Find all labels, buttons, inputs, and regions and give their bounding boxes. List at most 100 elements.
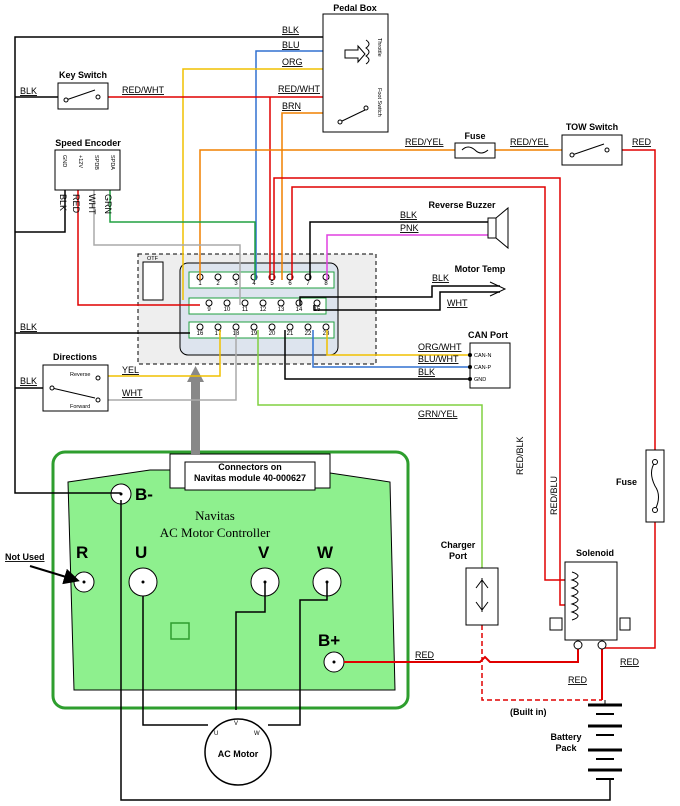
wire-label-red-blu: RED/BLU <box>549 476 559 515</box>
wire-label-red-blk: RED/BLK <box>515 436 525 475</box>
wire-label-blk-mid: BLK <box>20 322 37 332</box>
wire-label-red-wht-key: RED/WHT <box>122 85 164 95</box>
battery-line2: Pack <box>555 743 577 753</box>
can-port: CAN Port CAN-N CAN-P GND <box>468 330 511 389</box>
not-used-label: Not Used <box>5 552 45 562</box>
connector-pin-label-7: 7 <box>306 281 310 287</box>
wire-label-pnk: PNK <box>400 223 419 233</box>
connector-pin-label-1: 1 <box>198 281 202 287</box>
wire-label-red-fuse: RED <box>620 657 640 667</box>
encoder-pin-spdb: SPDB <box>93 155 99 170</box>
wire-label-red-tow: RED <box>632 137 652 147</box>
fuse-right: Fuse <box>616 449 665 523</box>
wire-label-org: ORG <box>282 57 303 67</box>
wire-label-red-yel-1: RED/YEL <box>405 137 444 147</box>
wire-label-blk-top: BLK <box>282 25 299 35</box>
terminal-bminus-label: B- <box>135 485 153 504</box>
wire-label-red-yel-2: RED/YEL <box>510 137 549 147</box>
connector-pin-12 <box>259 299 267 307</box>
wire-label-blu-wht: BLU/WHT <box>418 354 459 364</box>
wire-label-blk-can: BLK <box>418 367 435 377</box>
built-in-label: (Built in) <box>510 707 547 717</box>
wire-label-org-wht: ORG/WHT <box>418 342 462 352</box>
connector-pin-14 <box>295 299 303 307</box>
connector-pin-8 <box>322 273 330 281</box>
connector-pin-11 <box>241 299 249 307</box>
connector-pin-label-2: 2 <box>216 281 220 287</box>
ac-motor: AC Motor U V W <box>204 718 272 786</box>
motor-v: V <box>234 721 238 727</box>
pedal-box: Pedal Box Throttle Foot Switch <box>322 3 389 133</box>
wire-label-yel: YEL <box>122 365 139 375</box>
connector-pin-10 <box>223 299 231 307</box>
can-port-title: CAN Port <box>468 330 508 340</box>
foot-switch-label: Foot Switch <box>376 88 382 117</box>
terminal-u-label: U <box>135 543 147 562</box>
connector-pin-label-12: 12 <box>260 307 267 313</box>
connector-pin-label-5: 5 <box>270 281 274 287</box>
throttle-label: Throttle <box>376 38 382 57</box>
terminal-r-label: R <box>76 543 88 562</box>
ac-motor-controller: Connectors on Navitas module 40-000627 N… <box>51 450 410 710</box>
reverse-buzzer: Reverse Buzzer <box>428 200 509 250</box>
controller-name: Navitas <box>195 508 235 523</box>
terminal-w-label: W <box>317 543 334 562</box>
connector-pin-label-21: 21 <box>287 331 294 337</box>
connector-pin-label-11: 11 <box>242 307 249 313</box>
wire-label-blu: BLU <box>282 40 300 50</box>
speed-encoder-title: Speed Encoder <box>55 138 121 148</box>
controller-type: AC Motor Controller <box>160 525 271 540</box>
connector-pin-23 <box>322 323 330 331</box>
connector-pin-17 <box>214 323 222 331</box>
motor-temp: Motor Temp <box>455 264 507 297</box>
wire-label-red-sol: RED <box>568 675 588 685</box>
connectors-note-line1: Connectors on <box>218 462 282 472</box>
key-switch: Key Switch <box>57 70 109 110</box>
wire-label-blk-temp: BLK <box>432 273 449 283</box>
connector-pin-20 <box>268 323 276 331</box>
motor-w: W <box>254 731 260 737</box>
connector-pin-13 <box>277 299 285 307</box>
encoder-pin-12v: +12V <box>77 155 83 168</box>
connector-pin-label-8: 8 <box>324 281 328 287</box>
encoder-pin-spda: SPDA <box>109 155 115 170</box>
directions-reverse: Reverse <box>70 372 90 378</box>
solenoid: Solenoid <box>549 548 631 650</box>
wire-label-blk-buzz: BLK <box>400 210 417 220</box>
connector-pin-15 <box>313 299 321 307</box>
speed-encoder: Speed Encoder GND +12V SPDB SPDA <box>54 138 121 191</box>
wire-label-grn-yel: GRN/YEL <box>418 409 458 419</box>
ac-motor-title: AC Motor <box>218 749 259 759</box>
wire-label-red-enc: RED <box>71 194 81 214</box>
wire-label-wht-temp: WHT <box>447 298 468 308</box>
encoder-pin-gnd: GND <box>61 155 67 167</box>
terminal-v-label: V <box>258 543 270 562</box>
directions-forward: Forward <box>70 404 90 410</box>
connector-pin-22 <box>304 323 312 331</box>
wire-label-blk-key: BLK <box>20 86 37 96</box>
connector-pin-label-3: 3 <box>234 281 238 287</box>
connector-pin-label-4: 4 <box>252 281 256 287</box>
wire-label-red-bplus: RED <box>415 650 435 660</box>
wire-label-red-wht-pedal: RED/WHT <box>278 84 320 94</box>
connector-pin-label-17: 17 <box>215 331 222 337</box>
charger-port-line2: Port <box>449 551 467 561</box>
otf-label: OTF <box>147 256 159 262</box>
wire-label-wht-enc: WHT <box>87 194 97 215</box>
fuse-top-title: Fuse <box>464 131 485 141</box>
motor-temp-title: Motor Temp <box>455 264 506 274</box>
directions-title: Directions <box>53 352 97 362</box>
charger-port-line1: Charger <box>441 540 476 550</box>
wire-label-grn-enc: GRN <box>103 194 113 214</box>
wire-label-blk-enc: BLK <box>58 194 68 211</box>
connector-pin-label-22: 22 <box>305 331 312 337</box>
connector-pin-18 <box>232 323 240 331</box>
connector-pin-21 <box>286 323 294 331</box>
wire-label-brn: BRN <box>282 101 301 111</box>
motor-u: U <box>214 731 218 737</box>
wire-label-wht-dir: WHT <box>122 388 143 398</box>
tow-switch: TOW Switch <box>561 122 623 166</box>
key-switch-title: Key Switch <box>59 70 107 80</box>
